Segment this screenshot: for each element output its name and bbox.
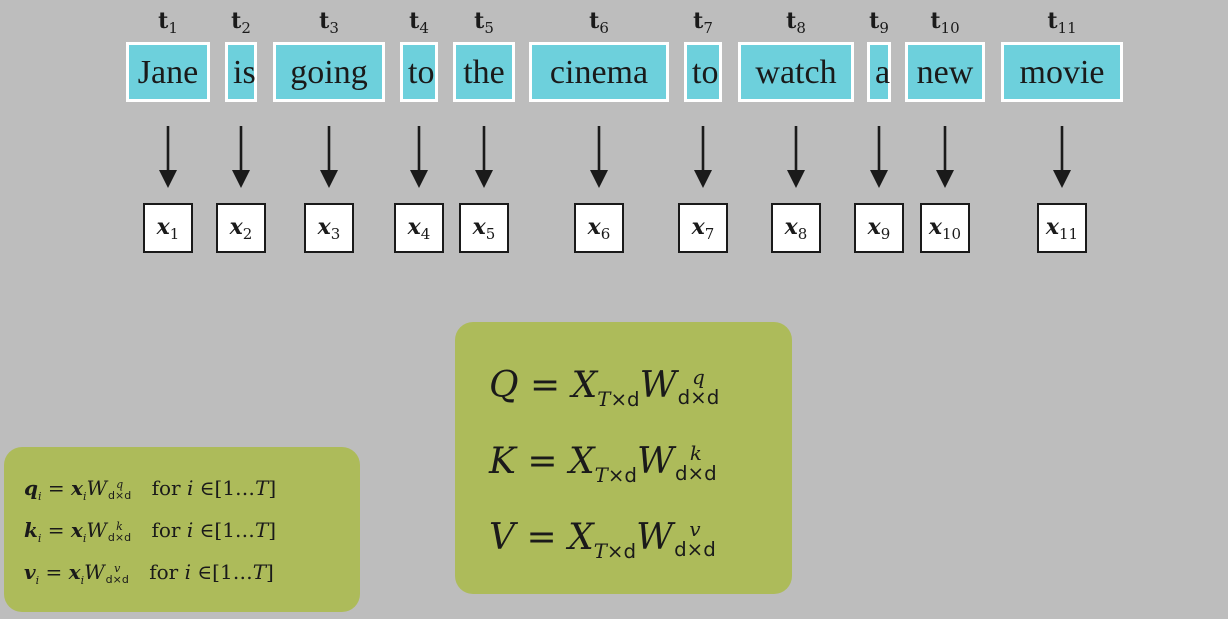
token-index-label: t4 — [409, 8, 429, 37]
token-index-label: t3 — [319, 8, 339, 37]
token-index-label: t2 — [231, 8, 251, 37]
embedding-vector-box: x2 — [216, 203, 266, 253]
down-arrow-icon — [694, 126, 712, 188]
token-word-box: to — [400, 42, 438, 102]
embedding-vector-box: x1 — [143, 203, 193, 253]
token-word-box: going — [273, 42, 385, 102]
token-index-label: t10 — [930, 8, 960, 37]
down-arrow-icon — [590, 126, 608, 188]
token-index-label: t9 — [869, 8, 889, 37]
embedding-vector-box: x5 — [459, 203, 509, 253]
embedding-vector-box: x7 — [678, 203, 728, 253]
embedding-vector-box: x4 — [394, 203, 444, 253]
down-arrow-icon — [410, 126, 428, 188]
down-arrow-icon — [475, 126, 493, 188]
embedding-vector-box: x11 — [1037, 203, 1087, 253]
down-arrow-icon — [159, 126, 177, 188]
down-arrow-icon — [320, 126, 338, 188]
token-word-box: the — [453, 42, 515, 102]
token-word-box: watch — [738, 42, 854, 102]
embedding-vector-box: x6 — [574, 203, 624, 253]
down-arrow-icon — [787, 126, 805, 188]
token-word-box: cinema — [529, 42, 669, 102]
down-arrow-icon — [232, 126, 250, 188]
embedding-vector-box: x3 — [304, 203, 354, 253]
embedding-vector-box: x8 — [771, 203, 821, 253]
token-index-label: t8 — [786, 8, 806, 37]
token-word-box: to — [684, 42, 722, 102]
token-index-label: t7 — [693, 8, 713, 37]
down-arrow-icon — [936, 126, 954, 188]
token-index-label: t6 — [589, 8, 609, 37]
token-index-label: t5 — [474, 8, 494, 37]
embedding-vector-box: x9 — [854, 203, 904, 253]
embedding-vector-box: x10 — [920, 203, 970, 253]
token-word-box: is — [225, 42, 257, 102]
token-word-box: Jane — [126, 42, 210, 102]
down-arrow-icon — [870, 126, 888, 188]
down-arrow-icon — [1053, 126, 1071, 188]
token-word-box: new — [905, 42, 985, 102]
token-word-box: movie — [1001, 42, 1123, 102]
token-index-label: t11 — [1047, 8, 1077, 37]
token-word-box: a — [867, 42, 891, 102]
token-index-label: t1 — [158, 8, 178, 37]
